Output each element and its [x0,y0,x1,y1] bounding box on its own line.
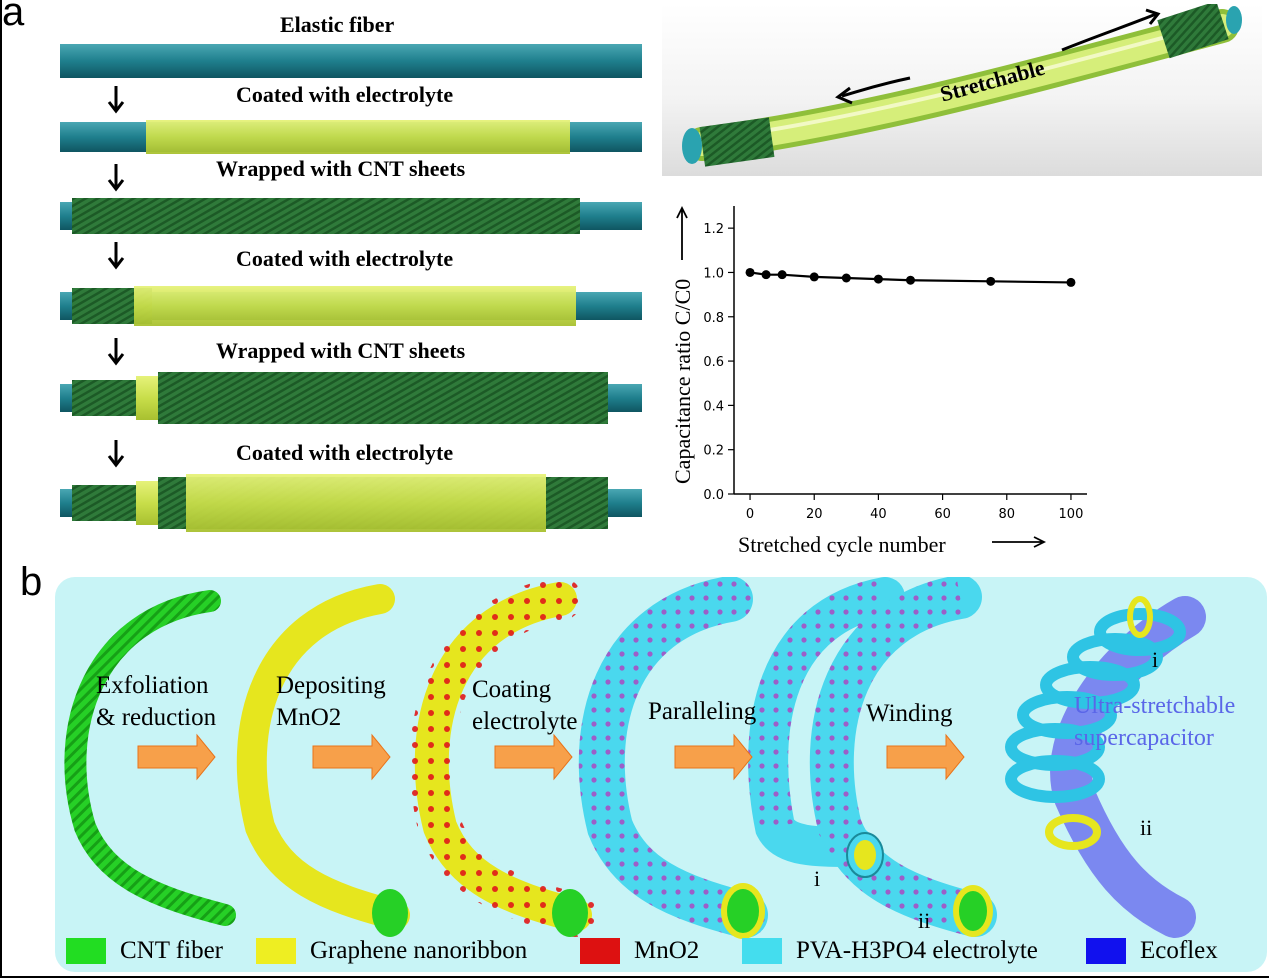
legend-item-graphene: Graphene nanoribbon [256,934,527,968]
data-point [986,276,996,286]
fiber-step-4 [60,286,642,326]
data-point [906,275,915,285]
step-label-4: Coated with electrolyte [236,246,454,271]
data-point [1066,277,1076,287]
step-label-1: Elastic fiber [280,12,395,37]
legend-label-mno2: MnO2 [634,937,700,964]
legend-item-ecoflex: Ecoflex [1086,934,1218,968]
y-tick-label: 0.2 [703,444,724,459]
x-tick-label: 40 [870,507,887,522]
y-tick-label: 1.0 [703,266,724,281]
legend-label-ecoflex: Ecoflex [1140,937,1218,964]
fiber-step-3 [60,198,642,234]
x-axis-arrow [992,536,1047,548]
process-arrow-2 [312,733,391,781]
x-tick-label: 80 [998,507,1015,522]
data-point [761,270,771,280]
x-tick-label: 60 [934,507,951,522]
legend-label-electrolyte: PVA-H3PO4 electrolyte [796,937,1038,964]
process-label-2-line1: Depositing [276,672,386,699]
process-label-3-line1: Coating [472,676,552,703]
coil-label-ii: ii [1140,815,1153,840]
final-label-line1: Ultra-stretchable [1074,693,1236,719]
data-point [873,274,883,284]
x-tick-label: 0 [746,507,754,522]
legend-swatch-electrolyte [742,938,782,964]
capacitance-chart: 0.0 0.2 0.4 0.6 0.8 1.0 1.2 0 20 40 60 80 100Stretch… [670,205,1087,557]
step-label-5: Wrapped with CNT sheets [216,338,466,363]
y-tick-label: 0.4 [703,399,724,414]
frame-left-border [0,0,2,978]
process-label-2-line2: MnO2 [276,704,342,731]
process-label-1-line2: & reduction [96,704,217,731]
down-arrow-3 [107,242,125,270]
process-label-4-line1: Paralleling [648,698,757,725]
y-axis-title: Capacitance ratio C/C0 [670,279,695,484]
stretchable-device-drawing: Stretchable [682,1,1242,167]
fiber-step-2 [60,120,642,154]
down-arrow-5 [107,440,125,468]
down-arrow-2 [107,164,125,192]
panel-b-letter: b [20,560,43,604]
final-product-label: Ultra-stretchable supercapacitor [1074,690,1235,754]
y-tick-label: 1.2 [703,222,724,237]
y-tick-label: 0.6 [703,355,724,370]
step-label-2: Coated with electrolyte [236,82,454,107]
y-tick-label: 0.8 [703,311,724,326]
process-label-3-line2: electrolyte [472,708,578,735]
x-axis-title: Stretched cycle number [738,532,946,557]
legend-swatch-cnt [66,938,106,964]
process-arrow-1 [137,733,216,781]
fiber-step-1 [60,44,642,78]
graphene-stage2 [236,584,410,930]
panel-b-drawing [64,577,1206,939]
panel-a-letter: a [2,0,25,34]
y-axis-arrow [676,205,688,260]
process-label-2: Depositing MnO2 [276,670,386,734]
final-label-line2: supercapacitor [1074,725,1214,751]
process-label-5-line1: Winding [866,700,953,727]
legend-swatch-graphene [256,938,296,964]
coil-label-i: i [1152,647,1159,672]
legend-swatch-ecoflex [1086,938,1126,964]
data-point [745,267,755,277]
legend-label-graphene: Graphene nanoribbon [310,937,528,964]
legend-swatch-mno2 [580,938,620,964]
x-tick-label: 20 [806,507,823,522]
cnt-fiber-stage1 [64,590,236,926]
down-arrow-1 [107,86,125,114]
process-arrow-5 [886,733,965,781]
data-point [809,272,819,282]
fiber-label-ii: ii [918,908,931,933]
process-label-1-line1: Exfoliation [96,672,209,699]
process-arrow-3 [494,733,573,781]
data-point [841,273,851,283]
fiber-label-i: i [814,866,821,891]
wound-coils [1005,608,1186,803]
legend-item-mno2: MnO2 [580,934,699,968]
process-label-5: Winding [866,698,953,730]
process-arrow-4 [674,733,753,781]
process-label-4: Paralleling [648,696,756,728]
down-arrow-4 [107,338,125,366]
stretchable-device-render: Stretchable [662,1,1262,176]
fiber-step-5 [60,372,642,424]
legend-item-cnt: CNT fiber [66,934,223,968]
legend-label-cnt: CNT fiber [120,937,223,964]
process-label-1: Exfoliation & reduction [96,670,216,734]
step-label-3: Wrapped with CNT sheets [216,156,466,181]
legend-item-electrolyte: PVA-H3PO4 electrolyte [742,934,1038,968]
frame-bottom-border [0,976,1269,978]
y-tick-label: 0.0 [703,488,724,503]
x-tick-label: 100 [1059,507,1084,522]
step-label-6: Coated with electrolyte [236,440,454,465]
process-label-3: Coating electrolyte [472,674,578,738]
fiber-step-6 [60,474,642,532]
data-point [777,270,787,280]
